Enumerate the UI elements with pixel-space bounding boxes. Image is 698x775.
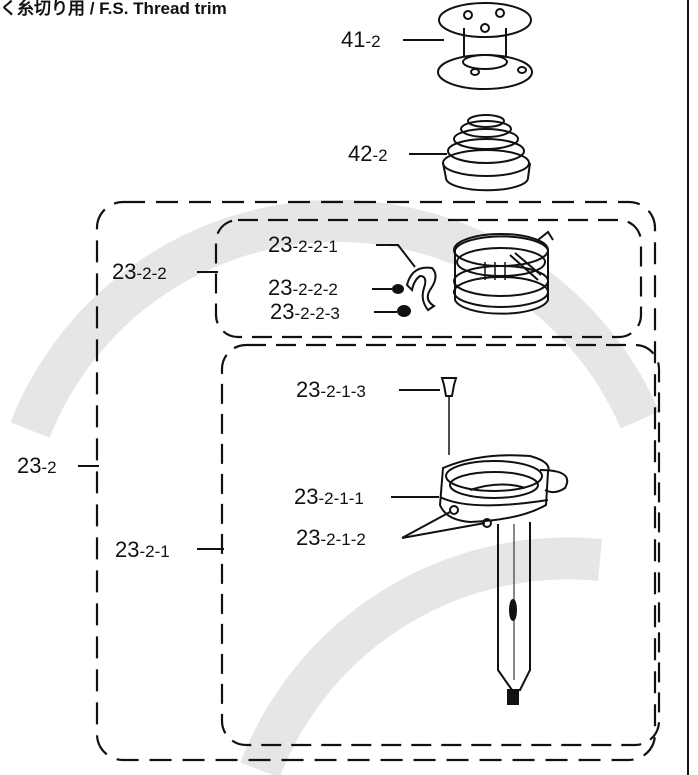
label-23-2-1-1: 23-2-1-1 xyxy=(294,484,364,509)
bobbin-case-drawing xyxy=(453,230,554,315)
section-header: く糸切り用 / F.S. Thread trim xyxy=(0,0,227,18)
group-23-2-2-outline xyxy=(214,218,643,339)
label-23-2-1-3: 23-2-1-3 xyxy=(296,377,366,402)
label-23-2-2: 23-2-2 xyxy=(112,259,167,284)
label-23-2-1: 23-2-1 xyxy=(115,537,170,562)
label-42-2: 42-2 xyxy=(348,141,388,166)
label-23-2-1-2: 23-2-1-2 xyxy=(296,525,366,550)
spring-drawing xyxy=(442,114,531,192)
screw-23-2-2-2-drawing xyxy=(392,284,404,294)
label-23-2: 23-2 xyxy=(17,453,57,478)
label-23-2-2-2: 23-2-2-2 xyxy=(268,275,338,300)
screw-23-2-2-3-drawing xyxy=(397,305,411,317)
label-23-2-2-1: 23-2-2-1 xyxy=(268,232,338,257)
bobbin-drawing xyxy=(437,2,533,90)
group-23-2-outline xyxy=(95,200,657,762)
rotary-hook-drawing xyxy=(438,377,569,705)
label-41-2: 41-2 xyxy=(341,27,381,52)
group-23-2-1-outline xyxy=(220,343,661,747)
tension-spring-drawing xyxy=(405,266,437,312)
label-23-2-2-3: 23-2-2-3 xyxy=(270,299,340,324)
